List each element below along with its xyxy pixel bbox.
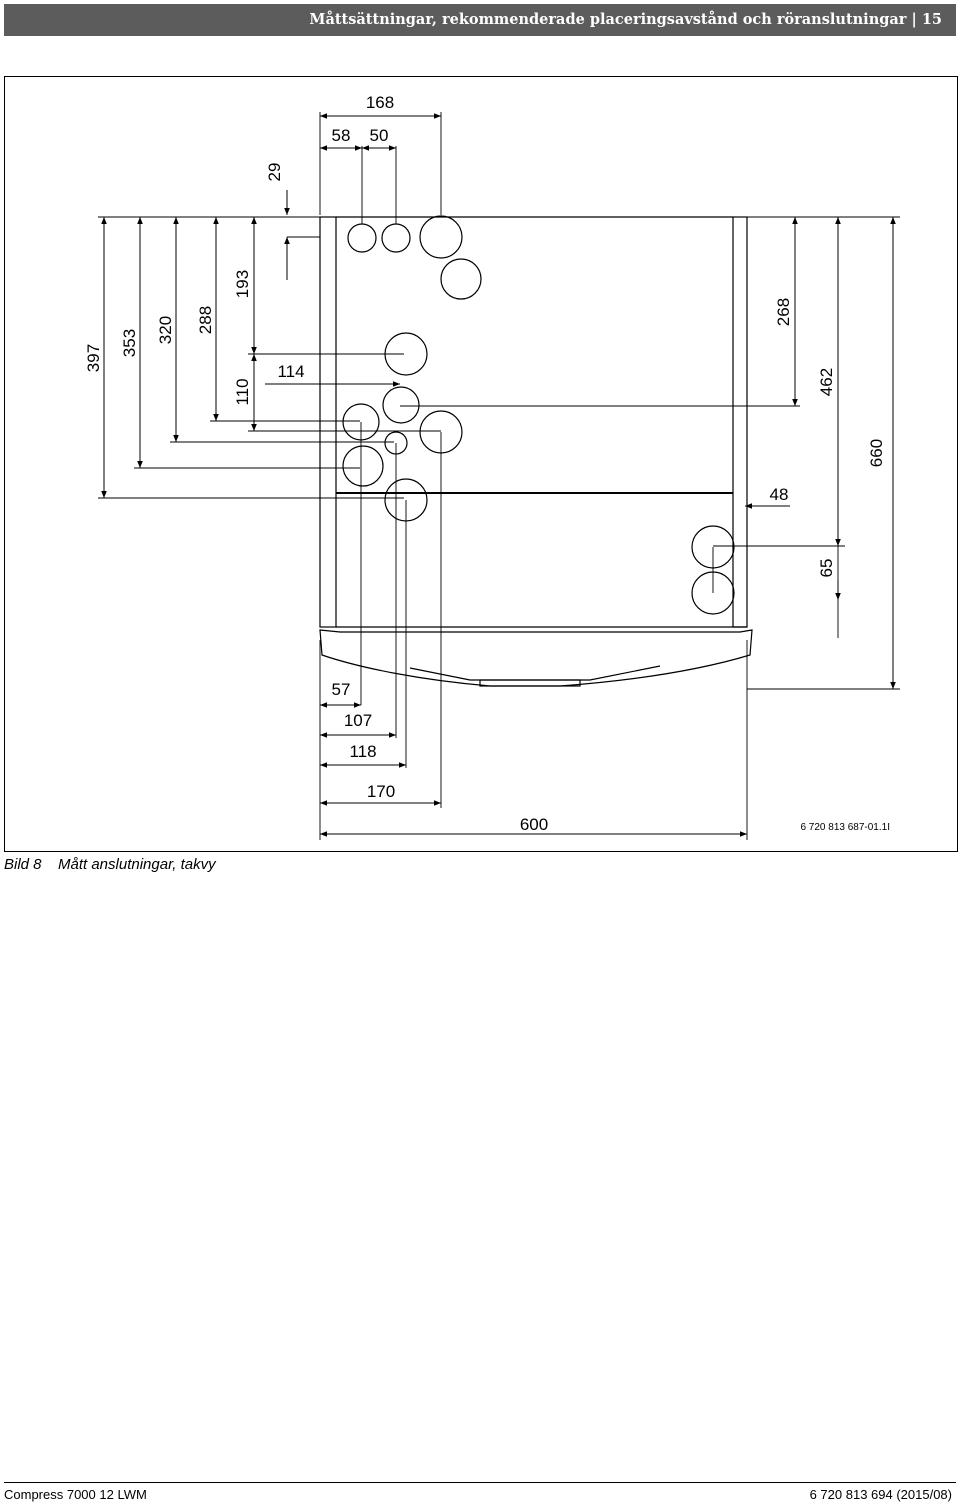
dim-label-462: 462 xyxy=(817,368,836,396)
dim-label-168: 168 xyxy=(366,93,394,112)
dim-label-110: 110 xyxy=(233,378,252,405)
dim-label-29: 29 xyxy=(265,163,284,182)
dim-label-57: 57 xyxy=(332,680,351,699)
figure-caption-text: Mått anslutningar, takvy xyxy=(58,856,216,873)
dim-label-48: 48 xyxy=(770,485,789,504)
pipe-circle xyxy=(381,223,411,253)
dim-label-288: 288 xyxy=(196,306,215,334)
figure-reference-code: 6 720 813 687-01.1I xyxy=(800,822,890,833)
page-header: Måttsättningar, rekommenderade placering… xyxy=(4,4,956,36)
figure-frame xyxy=(4,76,958,852)
extension-lines xyxy=(98,112,900,840)
unit-outline xyxy=(319,216,753,687)
pipe-connections xyxy=(342,215,735,615)
dim-label-118: 118 xyxy=(349,742,376,761)
figure-caption: Bild 8 Mått anslutningar, takvy xyxy=(4,856,216,873)
pipe-circle xyxy=(382,386,420,424)
dim-label-600: 600 xyxy=(520,815,548,834)
short-arrows xyxy=(284,190,841,600)
dim-label-50: 50 xyxy=(370,126,389,145)
dim-label-320: 320 xyxy=(156,316,175,344)
pipe-circle xyxy=(342,445,384,487)
dim-label-660: 660 xyxy=(867,439,886,467)
page-header-title: Måttsättningar, rekommenderade placering… xyxy=(309,11,942,28)
pipe-circle xyxy=(347,223,377,253)
pipe-circle xyxy=(440,258,482,300)
dim-label-268: 268 xyxy=(774,298,793,326)
dim-label-58: 58 xyxy=(332,126,351,145)
dimension-drawing: 168 58 50 29 397 353 320 288 193 110 114… xyxy=(84,93,900,840)
dim-label-353: 353 xyxy=(120,329,139,357)
dimension-labels: 168 58 50 29 397 353 320 288 193 110 114… xyxy=(84,93,890,834)
dim-label-397: 397 xyxy=(84,344,103,372)
dimension-lines xyxy=(101,113,896,837)
dim-label-114: 114 xyxy=(277,362,304,381)
dim-label-65: 65 xyxy=(817,559,836,578)
dim-label-170: 170 xyxy=(367,782,395,801)
pipe-circle xyxy=(419,215,463,259)
dim-label-107: 107 xyxy=(344,711,372,730)
footer-document-code: 6 720 813 694 (2015/08) xyxy=(809,1487,952,1502)
dim-label-193: 193 xyxy=(233,270,252,298)
footer-product: Compress 7000 12 LWM xyxy=(4,1487,147,1502)
figure-caption-number: Bild 8 xyxy=(4,856,42,873)
footer-divider xyxy=(4,1482,956,1483)
